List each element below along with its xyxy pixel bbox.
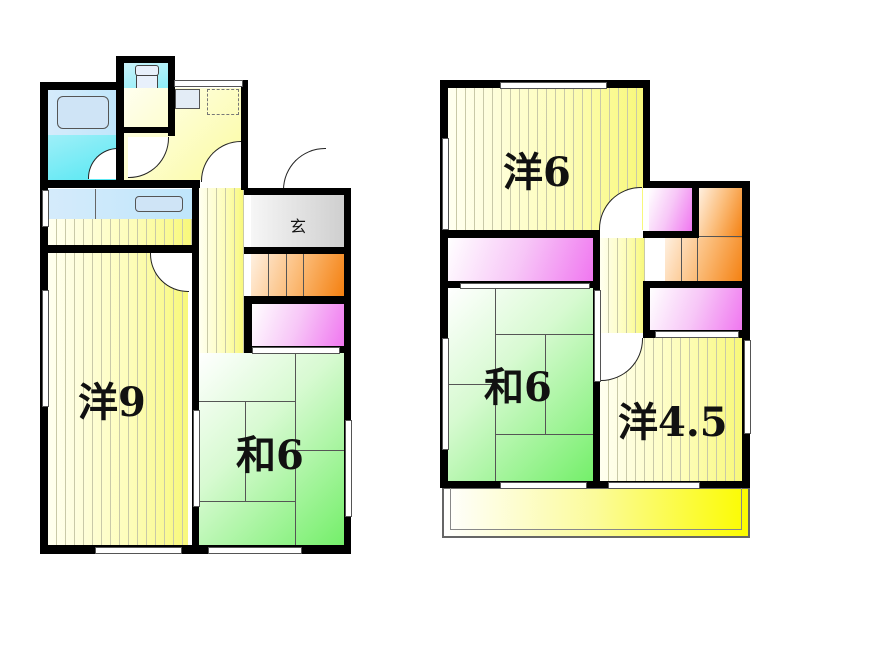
window <box>460 283 590 289</box>
bathtub-icon <box>57 96 109 129</box>
window <box>500 482 587 489</box>
window <box>42 190 49 227</box>
window <box>252 347 340 354</box>
window <box>174 80 243 87</box>
window <box>208 547 302 554</box>
window <box>442 338 449 450</box>
stairs-2f <box>665 238 743 281</box>
stairs-2f-upper <box>699 188 742 238</box>
japanese-6-1f-label: 和6 <box>236 432 304 479</box>
vanity-divider <box>95 189 96 219</box>
window <box>594 290 601 382</box>
western-9-label: 洋9 <box>78 379 146 426</box>
western-room-9 <box>48 253 188 545</box>
hallway-2f <box>600 238 645 333</box>
genkan-label: 玄 <box>290 217 307 236</box>
western-4-5-label: 洋4.5 <box>618 399 728 446</box>
closet-2f-a <box>448 238 593 281</box>
window <box>608 482 700 489</box>
closet-2f-c <box>650 288 742 330</box>
window <box>500 82 607 89</box>
vanity-basin-icon <box>135 196 183 212</box>
washer-space-icon <box>207 89 239 115</box>
western-6-label: 洋6 <box>503 149 571 196</box>
utility-floor <box>48 219 192 246</box>
window <box>744 340 751 434</box>
hallway-1f <box>199 188 244 353</box>
window <box>442 138 449 230</box>
sink-icon <box>175 89 200 109</box>
japanese-6-2f-label: 和6 <box>484 364 552 411</box>
stairs-1f <box>251 254 344 296</box>
genkan <box>251 195 344 247</box>
window <box>42 290 49 407</box>
window <box>193 410 200 507</box>
window <box>345 420 352 517</box>
japanese-room-6-1f <box>199 353 344 545</box>
closet-1f <box>251 304 344 346</box>
window <box>655 331 739 338</box>
closet-2f-b <box>649 188 692 231</box>
window <box>95 547 182 554</box>
